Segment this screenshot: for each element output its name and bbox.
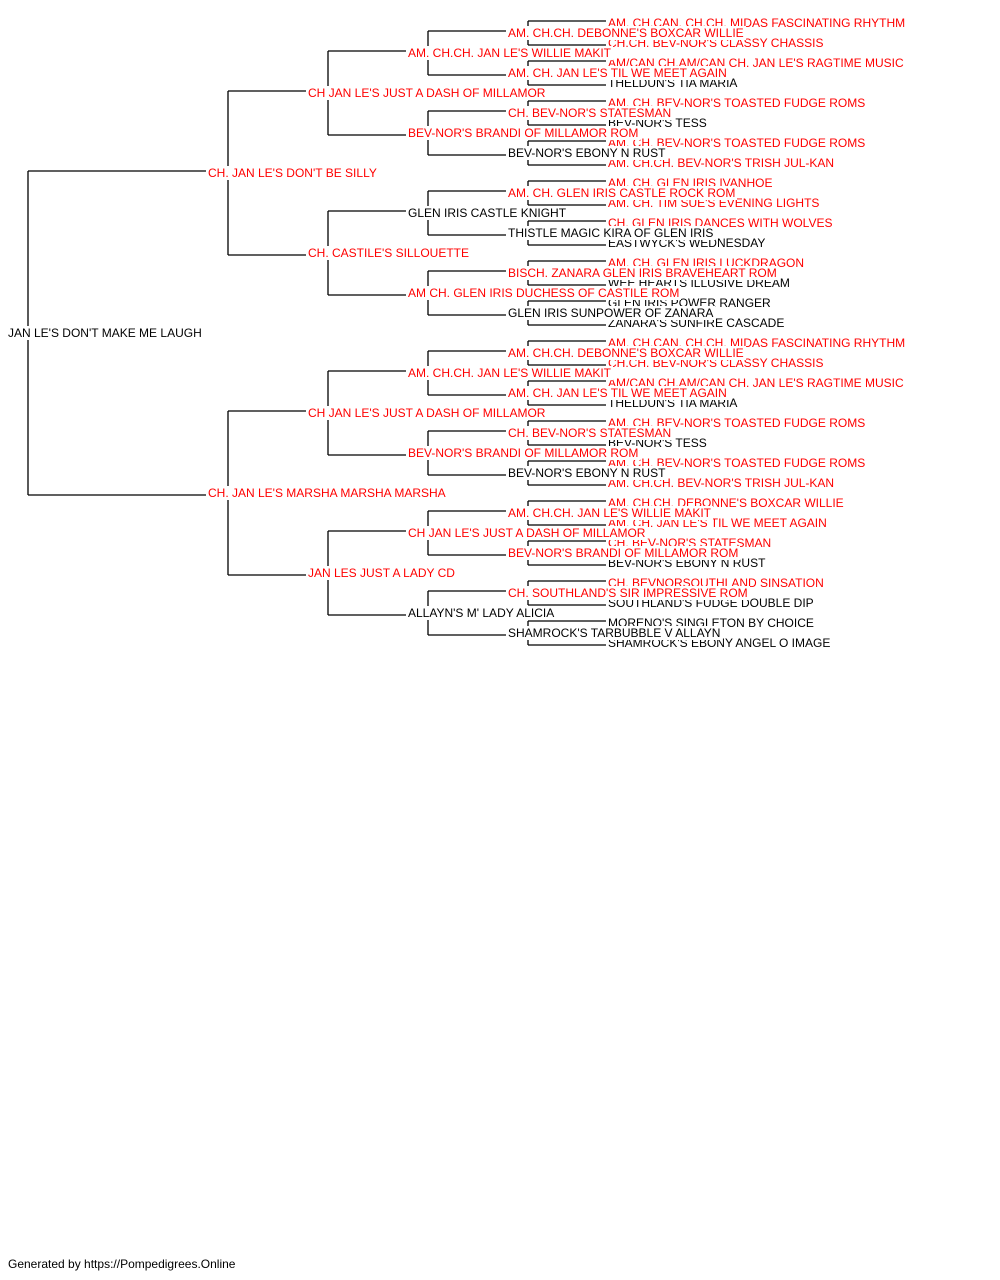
gg-grandparent-name: BEV-NOR'S BRANDI OF MILLAMOR ROM [508,546,741,560]
subject-name: JAN LE'S DON'T MAKE ME LAUGH [8,326,204,340]
great-grandparent-name: AM. CH.CH. JAN LE'S WILLIE MAKIT [408,366,613,380]
gg-grandparent-name: THISTLE MAGIC KIRA OF GLEN IRIS [508,226,716,240]
great-grandparent-name: BEV-NOR'S BRANDI OF MILLAMOR ROM [408,126,641,140]
gg-grandparent-name: BEV-NOR'S EBONY N RUST [508,466,668,480]
ggg-grandparent-name: AM. CH. BEV-NOR'S TOASTED FUDGE ROMS [608,136,868,150]
great-grandparent-name: AM CH. GLEN IRIS DUCHESS OF CASTILE ROM [408,286,682,300]
grandparent-name: CH JAN LE'S JUST A DASH OF MILLAMOR [308,86,548,100]
gg-grandparent-name: AM. CH. JAN LE'S TIL WE MEET AGAIN [508,66,729,80]
gg-grandparent-name: AM. CH. GLEN IRIS CASTLE ROCK ROM [508,186,738,200]
ggg-grandparent-name: AM. CH. BEV-NOR'S TOASTED FUDGE ROMS [608,456,868,470]
generated-by-footer: Generated by https://Pompedigrees.Online [8,1257,236,1271]
gg-grandparent-name: BISCH. ZANARA GLEN IRIS BRAVEHEART ROM [508,266,779,280]
great-grandparent-name: GLEN IRIS CASTLE KNIGHT [408,206,569,220]
great-grandparent-name: BEV-NOR'S BRANDI OF MILLAMOR ROM [408,446,641,460]
gg-grandparent-name: SHAMROCK'S TARBUBBLE V ALLAYN [508,626,723,640]
parent-name: CH. JAN LE'S MARSHA MARSHA MARSHA [208,486,448,500]
gg-grandparent-name: CH. BEV-NOR'S STATESMAN [508,106,674,120]
great-grandparent-name: ALLAYN'S M' LADY ALICIA [408,606,557,620]
gg-grandparent-name: AM. CH. JAN LE'S TIL WE MEET AGAIN [508,386,729,400]
grandparent-name: CH JAN LE'S JUST A DASH OF MILLAMOR [308,406,548,420]
parent-name: CH. JAN LE'S DON'T BE SILLY [208,166,379,180]
gg-grandparent-name: BEV-NOR'S EBONY N RUST [508,146,668,160]
great-grandparent-name: CH JAN LE'S JUST A DASH OF MILLAMOR [408,526,648,540]
grandparent-name: JAN LES JUST A LADY CD [308,566,457,580]
grandparent-name: CH. CASTILE'S SILLOUETTE [308,246,471,260]
gg-grandparent-name: GLEN IRIS SUNPOWER OF ZANARA [508,306,716,320]
gg-grandparent-name: AM. CH.CH. DEBONNE'S BOXCAR WILLIE [508,346,746,360]
gg-grandparent-name: AM. CH.CH. JAN LE'S WILLIE MAKIT [508,506,713,520]
gg-grandparent-name: AM. CH.CH. DEBONNE'S BOXCAR WILLIE [508,26,746,40]
gg-grandparent-name: CH. BEV-NOR'S STATESMAN [508,426,674,440]
great-grandparent-name: AM. CH.CH. JAN LE'S WILLIE MAKIT [408,46,613,60]
gg-grandparent-name: CH. SOUTHLAND'S SIR IMPRESSIVE ROM [508,586,750,600]
